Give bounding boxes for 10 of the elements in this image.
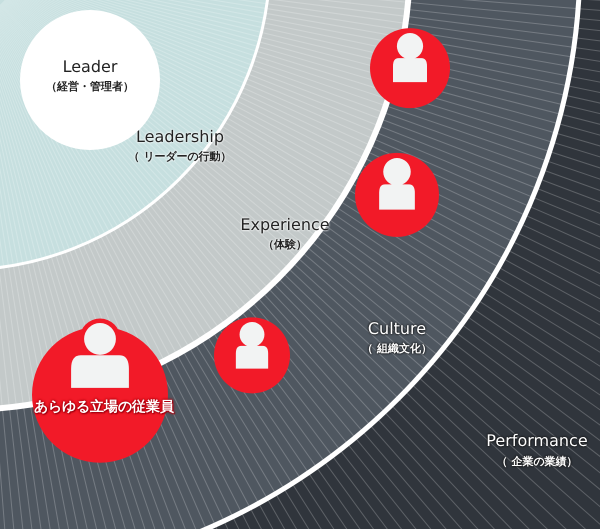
band-subtitle: （ リーダーの行動） — [128, 150, 232, 164]
band-title: Leadership — [136, 128, 224, 146]
band-subtitle: （ 組織文化） — [362, 342, 432, 356]
band-subtitle: （体験） — [263, 238, 307, 252]
band-title: Performance — [486, 432, 588, 450]
band-subtitle: （経営・管理者） — [46, 80, 134, 94]
band-title: Leader — [62, 58, 118, 76]
band-title: Culture — [368, 320, 426, 338]
band-title: Experience — [240, 216, 330, 234]
band-subtitle: （ 企業の業績） — [496, 455, 578, 469]
